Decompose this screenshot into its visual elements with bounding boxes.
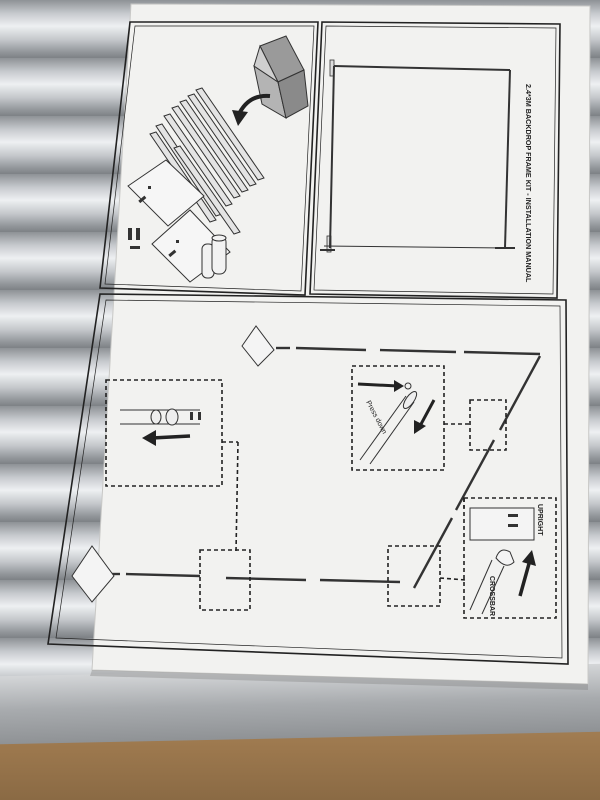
bottom-panel: Press down UPRIGHT CROSSBAR <box>47 293 569 665</box>
up-arrow-icon <box>518 559 532 597</box>
down-arrow-icon <box>418 399 436 427</box>
left-arrow-icon <box>151 434 191 440</box>
bottom-crossbar <box>106 572 401 584</box>
top-left-panel <box>99 21 319 296</box>
bolts <box>128 228 140 249</box>
assembled-frame <box>320 59 515 253</box>
callout-upright-crossbar: UPRIGHT CROSSBAR <box>463 497 557 619</box>
upright-label: UPRIGHT <box>536 504 543 536</box>
connector-tubes <box>201 234 227 279</box>
top-crossbar <box>276 346 541 356</box>
paper-sheet <box>91 3 591 685</box>
joint-box-right <box>469 399 507 451</box>
crossbar-label: CROSSBAR <box>488 576 495 616</box>
base-plate-bottom <box>71 545 115 603</box>
box-icon <box>253 35 309 120</box>
manual-title: 2.4*3M BACKDROP FRAME KIT - INSTALLATION… <box>524 84 533 283</box>
base-plate-top <box>241 325 275 367</box>
top-right-panel: 2.4*3M BACKDROP FRAME KIT - INSTALLATION… <box>309 21 561 299</box>
joint-box-bottom-left <box>199 549 251 611</box>
diagonal-upright <box>412 355 542 589</box>
callout-slide-tube <box>105 379 223 487</box>
